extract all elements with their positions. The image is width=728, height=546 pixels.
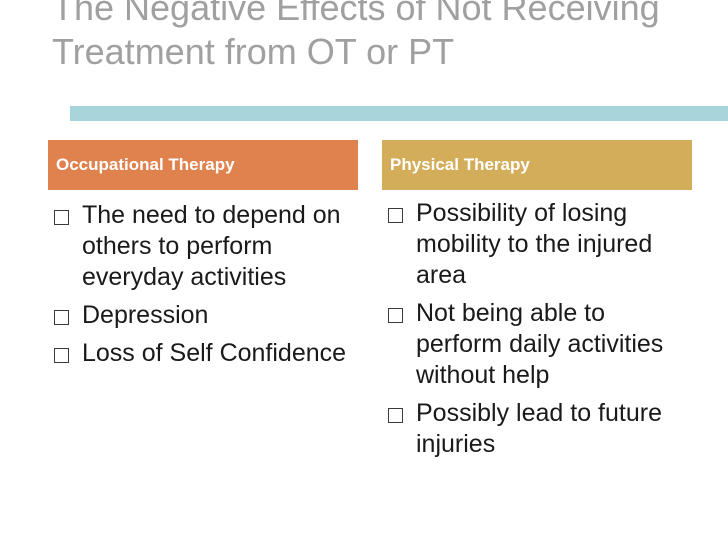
list-item-text: Not being able to perform daily activiti… [416,299,664,389]
title-accent-bar [70,106,728,121]
list-item-text: The need to depend on others to perform … [82,201,341,291]
list-item: Not being able to perform daily activiti… [386,298,686,391]
list-item: Possibility of losing mobility to the in… [386,198,686,291]
list-item: Depression [52,300,352,331]
column-header-physical-therapy: Physical Therapy [382,140,692,190]
slide-title: The Negative Effects of Not Receiving Tr… [52,0,660,72]
column-header-label: Occupational Therapy [56,155,235,174]
list-item-text: Possibility of losing mobility to the in… [416,199,653,289]
square-bullet-icon [54,210,69,225]
list-item-text: Possibly lead to future injuries [416,399,662,458]
list-item-text: Loss of Self Confidence [82,339,347,367]
list-item: The need to depend on others to perform … [52,200,352,293]
square-bullet-icon [54,310,69,325]
square-bullet-icon [54,348,69,363]
list-item-text: Depression [82,301,209,329]
square-bullet-icon [388,308,403,323]
column-header-occupational-therapy: Occupational Therapy [48,140,358,190]
title-accent-gap [44,108,70,119]
occupational-therapy-list: The need to depend on others to perform … [52,200,352,376]
square-bullet-icon [388,208,403,223]
list-item: Loss of Self Confidence [52,338,352,369]
column-header-label: Physical Therapy [390,155,530,174]
square-bullet-icon [388,408,403,423]
physical-therapy-list: Possibility of losing mobility to the in… [386,198,686,467]
list-item: Possibly lead to future injuries [386,398,686,460]
